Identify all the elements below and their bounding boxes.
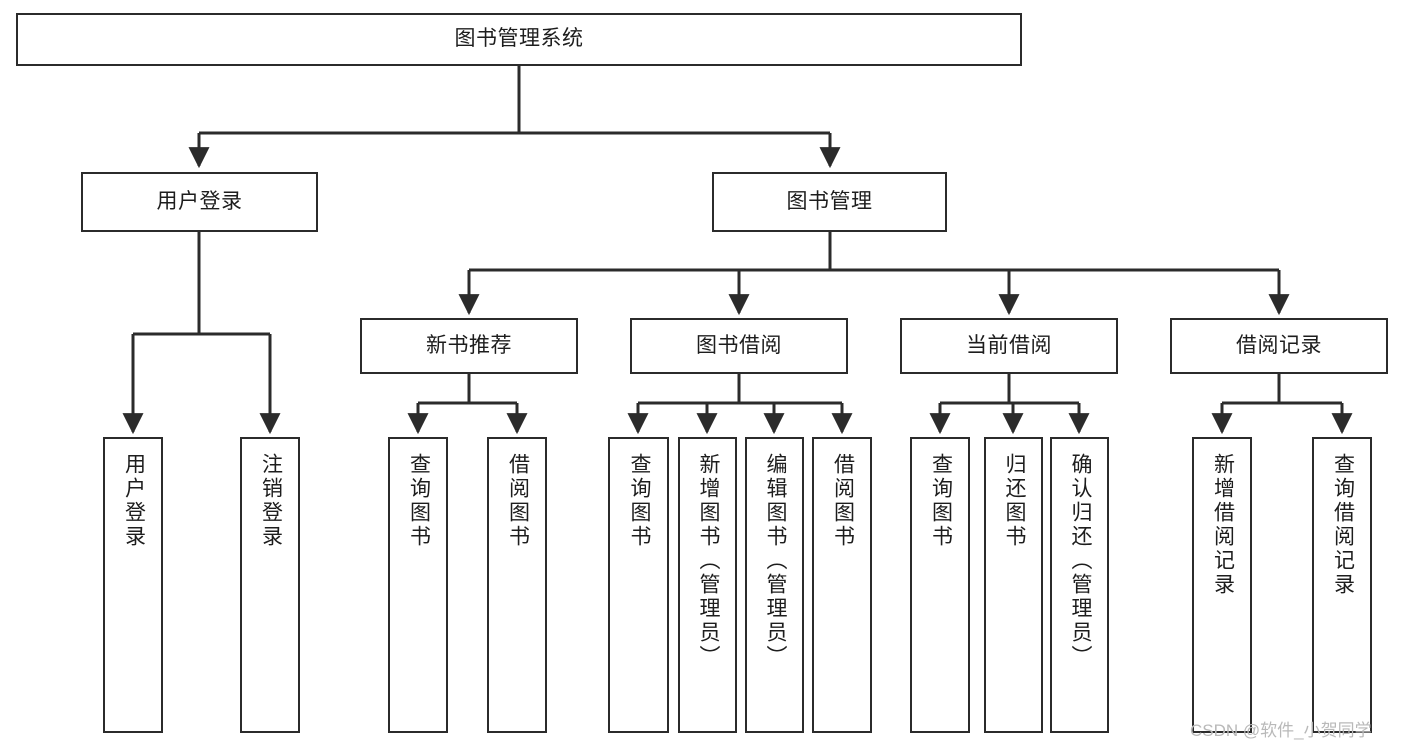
node-current-borrowing[interactable]: 当前借阅 bbox=[900, 318, 1118, 374]
node-leaf-rec-borrow-book[interactable]: 借阅图书 bbox=[487, 437, 547, 733]
node-label: 图书管理系统 bbox=[454, 27, 584, 51]
node-leaf-cb-query-book[interactable]: 查询图书 bbox=[910, 437, 970, 733]
node-leaf-bb-query-book[interactable]: 查询图书 bbox=[608, 437, 669, 733]
node-user-login-module[interactable]: 用户登录 bbox=[81, 172, 318, 232]
node-label: 查询图书 bbox=[627, 453, 651, 549]
node-label: 查询图书 bbox=[407, 453, 431, 549]
node-leaf-cb-return-book[interactable]: 归还图书 bbox=[984, 437, 1043, 733]
node-label: 编辑图书（管理员） bbox=[763, 453, 787, 669]
node-book-management-module[interactable]: 图书管理 bbox=[712, 172, 947, 232]
node-leaf-bb-edit-book-admin[interactable]: 编辑图书（管理员） bbox=[745, 437, 804, 733]
node-label: 查询借阅记录 bbox=[1331, 453, 1355, 597]
node-new-book-recommendation[interactable]: 新书推荐 bbox=[360, 318, 578, 374]
node-leaf-br-query-record[interactable]: 查询借阅记录 bbox=[1312, 437, 1372, 733]
node-leaf-br-add-record[interactable]: 新增借阅记录 bbox=[1192, 437, 1252, 733]
node-leaf-rec-query-book[interactable]: 查询图书 bbox=[388, 437, 448, 733]
node-label: 新书推荐 bbox=[426, 333, 512, 357]
node-label: 确认归还（管理员） bbox=[1068, 453, 1092, 669]
node-label: 新增图书（管理员） bbox=[696, 453, 720, 669]
node-label: 新增借阅记录 bbox=[1211, 453, 1235, 597]
node-label: 图书借阅 bbox=[696, 333, 782, 357]
node-label: 归还图书 bbox=[1002, 453, 1026, 549]
node-label: 用户登录 bbox=[156, 189, 243, 213]
csdn-watermark: CSDN @软件_小贺同学 bbox=[1190, 721, 1372, 740]
node-borrowing-record[interactable]: 借阅记录 bbox=[1170, 318, 1388, 374]
node-label: 借阅记录 bbox=[1236, 333, 1322, 357]
node-root-system[interactable]: 图书管理系统 bbox=[16, 13, 1022, 66]
node-label: 用户登录 bbox=[122, 453, 146, 549]
node-label: 图书管理 bbox=[786, 189, 873, 213]
node-label: 注销登录 bbox=[259, 453, 283, 549]
node-label: 借阅图书 bbox=[831, 453, 855, 549]
node-leaf-bb-borrow-book[interactable]: 借阅图书 bbox=[812, 437, 872, 733]
node-label: 当前借阅 bbox=[966, 333, 1052, 357]
node-label: 借阅图书 bbox=[506, 453, 530, 549]
node-label: 查询图书 bbox=[929, 453, 953, 549]
node-leaf-user-logout[interactable]: 注销登录 bbox=[240, 437, 300, 733]
node-leaf-cb-confirm-return-admin[interactable]: 确认归还（管理员） bbox=[1050, 437, 1109, 733]
node-book-borrowing[interactable]: 图书借阅 bbox=[630, 318, 848, 374]
node-leaf-bb-add-book-admin[interactable]: 新增图书（管理员） bbox=[678, 437, 737, 733]
node-leaf-user-login[interactable]: 用户登录 bbox=[103, 437, 163, 733]
